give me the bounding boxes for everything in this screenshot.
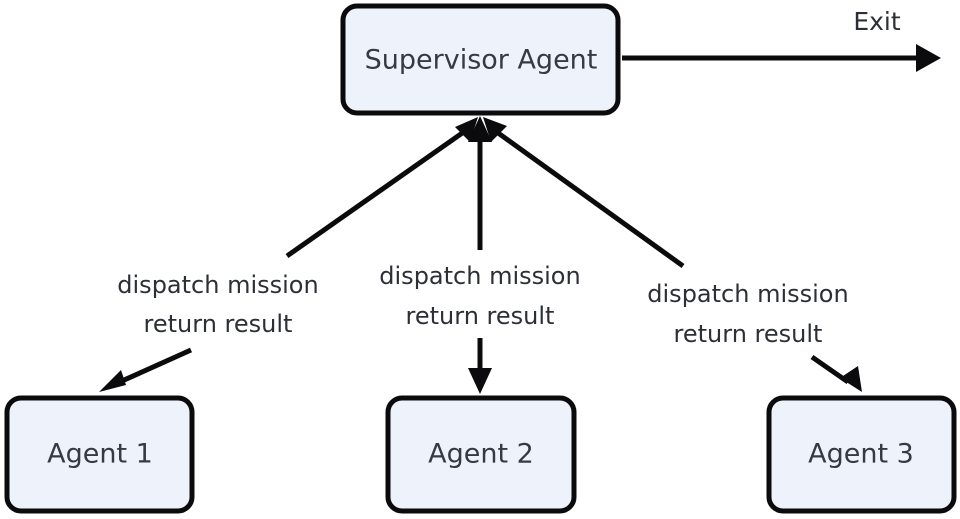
agent-2-label: Agent 2 — [428, 439, 534, 470]
dispatch-edge-1-line — [111, 347, 193, 388]
dispatch-arrowhead-1-icon — [99, 370, 126, 392]
agent-3-label: Agent 3 — [808, 439, 914, 470]
edge-label-2-line2: return result — [406, 302, 555, 330]
edge-label-3-line2: return result — [674, 320, 823, 348]
node-agent-3[interactable]: Agent 3 — [766, 395, 957, 514]
node-agent-1[interactable]: Agent 1 — [4, 395, 195, 514]
edge-supervisor-to-agent3 — [810, 354, 862, 392]
edge-agent2-to-supervisor — [468, 116, 492, 250]
dispatch-arrowhead-3-icon — [840, 366, 862, 392]
dispatch-arrowhead-2-icon — [468, 368, 492, 394]
supervisor-agent-label: Supervisor Agent — [365, 45, 598, 76]
return-edge-3-line — [492, 127, 685, 269]
agent-1-label: Agent 1 — [47, 439, 153, 470]
node-supervisor-agent[interactable]: Supervisor Agent — [340, 3, 621, 116]
edge-supervisor-to-exit — [622, 44, 941, 72]
edge-label-group-2: dispatch mission return result — [379, 262, 580, 330]
node-agent-2[interactable]: Agent 2 — [385, 395, 577, 514]
edge-label-3-line1: dispatch mission — [647, 280, 848, 308]
return-arrowhead-3-icon — [483, 117, 507, 142]
exit-arrowhead-icon — [916, 44, 941, 72]
edge-label-1-line2: return result — [144, 310, 293, 338]
edge-agent3-to-supervisor — [483, 117, 685, 269]
edge-label-1-line1: dispatch mission — [117, 271, 318, 299]
agent-3-box[interactable] — [766, 395, 957, 514]
edge-label-group-3: dispatch mission return result — [647, 280, 848, 348]
return-edge-1-line — [285, 126, 470, 259]
agent-2-box[interactable] — [385, 395, 577, 514]
edge-label-2-line1: dispatch mission — [379, 262, 580, 290]
edge-label-group-1: dispatch mission return result — [117, 271, 318, 338]
supervisor-agent-box[interactable] — [340, 3, 621, 116]
edge-agent1-to-supervisor — [285, 117, 478, 259]
return-arrowhead-1-icon — [455, 117, 478, 142]
edge-supervisor-to-agent1 — [99, 347, 193, 392]
exit-label: Exit — [853, 7, 901, 36]
edge-supervisor-to-agent2 — [468, 338, 492, 394]
agent-1-box[interactable] — [4, 395, 195, 514]
return-arrowhead-2-icon — [468, 116, 492, 142]
